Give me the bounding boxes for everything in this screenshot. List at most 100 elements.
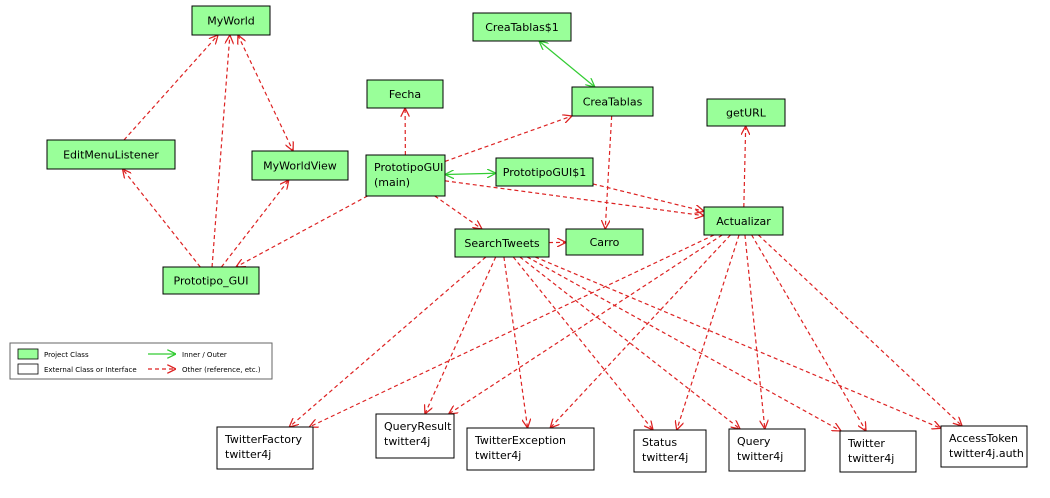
- node-box: [162, 266, 260, 295]
- legend-project-label: Project Class: [44, 351, 89, 359]
- node-box: [472, 12, 572, 42]
- node-class-name: CreaTablas$1: [485, 21, 559, 34]
- node-package: (main): [374, 176, 410, 189]
- node-box: [571, 86, 654, 117]
- edge-search-tweets-to-twitter: [526, 256, 841, 431]
- node-box: [706, 98, 786, 127]
- node-box: [454, 228, 550, 258]
- node-class-name: TwitterException: [474, 434, 566, 447]
- node-prototipo-gui[interactable]: Prototipo_GUI: [162, 266, 260, 295]
- node-class-name: QueryResult: [384, 420, 452, 433]
- node-box: [366, 79, 444, 109]
- node-package: twitter4j.auth: [949, 447, 1024, 460]
- node-class-name: EditMenuListener: [63, 149, 159, 162]
- node-prototipo-gui1[interactable]: PrototipoGUI$1: [495, 157, 594, 187]
- edge-prototipo-gui-to-my-world-view: [220, 180, 288, 268]
- edge-search-tweets-to-query-result: [425, 256, 497, 414]
- node-class-name: getURL: [726, 107, 767, 120]
- edge-actualizar-to-twitter: [751, 234, 866, 431]
- edge-crea-tablas1-to-crea-tablas: [539, 41, 595, 87]
- node-class-name: Fecha: [389, 88, 421, 101]
- edge-actualizar-to-get-url: [744, 126, 746, 208]
- edge-prototipo-gui-to-search-tweets: [434, 195, 482, 229]
- node-box: [365, 154, 446, 197]
- node-box: [46, 139, 176, 170]
- node-twitter-exception[interactable]: TwitterException twitter4j: [466, 427, 595, 471]
- node-search-tweets[interactable]: SearchTweets: [454, 228, 550, 258]
- legend-box: [9, 342, 273, 380]
- node-box: [466, 427, 595, 471]
- node-class-name: Twitter: [847, 437, 885, 450]
- edge-prototipo-gui-to-my-world: [211, 35, 230, 268]
- node-twitter-factory[interactable]: TwitterFactory twitter4j: [216, 426, 314, 470]
- node-fecha[interactable]: Fecha: [366, 79, 444, 109]
- edge-my-world-to-my-world-view: [238, 35, 293, 151]
- node-package: twitter4j: [475, 449, 521, 462]
- edge-prototipo-gui-to-actualizar: [444, 180, 704, 216]
- edge-prototipo-gui-to-crea-tablas: [444, 116, 572, 162]
- node-class-name: PrototipoGUI$1: [503, 166, 586, 179]
- edge-actualizar-to-twitter-factory: [309, 234, 715, 427]
- node-package: twitter4j: [848, 452, 894, 465]
- node-actualizar[interactable]: Actualizar: [703, 206, 784, 236]
- node-carro[interactable]: Carro: [565, 228, 644, 256]
- node-query-result[interactable]: QueryResult twitter4j: [375, 413, 455, 459]
- legend-project-swatch: [17, 348, 39, 360]
- edge-search-tweets-to-status: [512, 256, 653, 430]
- legend-other-label: Other (reference, etc.): [182, 366, 261, 374]
- node-twitter[interactable]: Twitter twitter4j: [839, 430, 917, 473]
- node-class-name: Query: [737, 435, 771, 448]
- node-box: [728, 428, 806, 472]
- edge-search-tweets-to-twitter-factory: [289, 256, 487, 427]
- node-class-name: Actualizar: [716, 215, 771, 228]
- node-class-name: TwitterFactory: [224, 433, 303, 446]
- node-crea-tablas1[interactable]: CreaTablas$1: [472, 12, 572, 42]
- node-class-name: PrototipoGUI: [374, 161, 443, 174]
- node-box: [839, 430, 917, 473]
- node-class-name: SearchTweets: [464, 237, 540, 250]
- node-query[interactable]: Query twitter4j: [728, 428, 806, 472]
- node-crea-tablas[interactable]: CreaTablas: [571, 86, 654, 117]
- node-class-name: Prototipo_GUI: [174, 275, 249, 288]
- node-box: [251, 150, 349, 181]
- edge-search-tweets-to-access-token: [534, 256, 941, 428]
- edge-edit-menu-listener-to-my-world: [123, 35, 218, 141]
- node-class-name: MyWorld: [207, 15, 255, 28]
- node-box: [565, 228, 644, 256]
- node-box: [703, 206, 784, 236]
- node-box: [495, 157, 594, 187]
- legend: Project Class External Class or Interfac…: [9, 342, 273, 380]
- node-get-url[interactable]: getURL: [706, 98, 786, 127]
- node-package: twitter4j: [384, 435, 430, 448]
- node-prototipo-gui[interactable]: PrototipoGUI (main): [365, 154, 446, 197]
- node-package: twitter4j: [225, 448, 271, 461]
- edge-search-tweets-to-query: [519, 256, 740, 429]
- node-my-world[interactable]: MyWorld: [191, 5, 271, 36]
- node-class-name: Carro: [590, 236, 620, 249]
- node-package: twitter4j: [642, 451, 688, 464]
- edge-search-tweets-to-twitter-exception: [503, 256, 528, 428]
- edge-prototipo-gui-to-prototipo-gui1: [445, 173, 496, 174]
- node-class-name: AccessToken: [949, 432, 1018, 445]
- edge-prototipo-gui-to-prototipo-gui: [236, 195, 368, 267]
- edge-actualizar-to-query-result: [449, 234, 723, 414]
- node-my-world-view[interactable]: MyWorldView: [251, 150, 349, 181]
- node-access-token[interactable]: AccessToken twitter4j.auth: [940, 425, 1028, 468]
- node-class-name: MyWorldView: [263, 160, 337, 173]
- edge-actualizar-to-access-token: [758, 234, 962, 426]
- node-package: twitter4j: [737, 450, 783, 463]
- node-edit-menu-listener[interactable]: EditMenuListener: [46, 139, 176, 170]
- node-box: [375, 413, 455, 459]
- edges-layer: [123, 35, 963, 431]
- node-status[interactable]: Status twitter4j: [633, 429, 707, 473]
- legend-external-label: External Class or Interface: [44, 366, 137, 374]
- edge-actualizar-to-query: [744, 234, 765, 429]
- legend-external-swatch: [17, 363, 39, 375]
- edge-actualizar-to-status: [677, 234, 740, 430]
- edge-crea-tablas-to-carro: [605, 115, 613, 229]
- edge-prototipo-gui-to-edit-menu-listener: [123, 169, 201, 268]
- node-class-name: Status: [642, 436, 677, 449]
- edge-prototipo-gui1-to-actualizar: [592, 183, 704, 211]
